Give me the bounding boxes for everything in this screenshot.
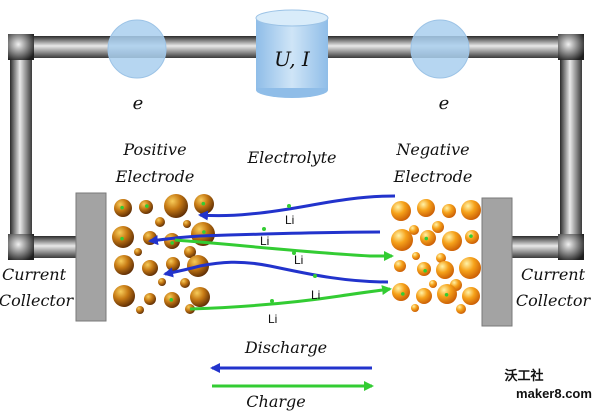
li-ion-dot [401, 292, 405, 296]
negative-particle [412, 252, 420, 260]
current-collector-right-line1: Current [521, 265, 586, 284]
li-ion-dot [120, 206, 124, 210]
li-ion-label: Li [285, 213, 294, 227]
charge-label: Charge [246, 392, 305, 411]
charge-arrow-2 [190, 289, 390, 309]
positive-electrode-label-line2: Electrode [115, 167, 195, 186]
li-ion-dot [145, 204, 149, 208]
positive-particle [158, 278, 166, 286]
negative-particle [417, 262, 431, 276]
negative-particle [420, 230, 436, 246]
joint-bottom-left [8, 234, 34, 260]
positive-particle [112, 226, 134, 248]
positive-electrode-label-line1: Positive [122, 140, 186, 159]
positive-particle [164, 194, 188, 218]
positive-particle [142, 260, 158, 276]
positive-particle [183, 220, 191, 228]
positive-particle [166, 257, 180, 271]
negative-particle [442, 231, 462, 251]
joint-bottom-right [558, 234, 584, 260]
positive-particle [190, 287, 210, 307]
li-ion-dot [424, 237, 428, 241]
negative-particle [394, 260, 406, 272]
negative-particle [462, 287, 480, 305]
negative-particle [429, 280, 437, 288]
electron-globe-right [411, 20, 469, 78]
negative-particle [456, 304, 466, 314]
li-ion-dot [270, 299, 274, 303]
discharge-label: Discharge [244, 338, 327, 357]
electron-label-right: e [439, 93, 450, 114]
negative-particle [459, 257, 481, 279]
positive-particle [134, 248, 142, 256]
li-ion-label: Li [268, 312, 277, 326]
negative-particle [391, 229, 413, 251]
positive-particle [114, 255, 134, 275]
negative-particle [432, 221, 444, 233]
negative-particle [461, 200, 481, 220]
li-ion-dot [445, 293, 449, 297]
watermark-line1: 沃工社 [504, 368, 543, 383]
negative-electrode-label-line2: Electrode [393, 167, 473, 186]
positive-particle [136, 306, 144, 314]
current-collector-right-line2: Collector [516, 291, 592, 310]
li-ion-dot [202, 202, 206, 206]
meter-label: U, I [274, 47, 311, 71]
negative-electrode-label-line1: Negative [395, 140, 469, 159]
li-ion-dot [202, 230, 206, 234]
li-ion-dot [170, 241, 174, 245]
negative-particle [436, 261, 454, 279]
negative-particle [411, 304, 419, 312]
positive-particle [155, 217, 165, 227]
li-ion-dot [262, 227, 266, 231]
discharge-arrow-1 [200, 196, 395, 216]
electrolyte-label: Electrolyte [247, 148, 337, 167]
negative-electrode-particles [391, 199, 481, 314]
negative-particle [442, 204, 456, 218]
negative-particle [391, 201, 411, 221]
li-ion-dot [120, 237, 124, 241]
positive-electrode-particles [112, 194, 215, 314]
li-ion-label: Li [311, 288, 320, 302]
positive-particle [180, 278, 190, 288]
li-ion-dot [313, 274, 317, 278]
current-collector-left-line1: Current [2, 265, 67, 284]
current-collector-left [76, 193, 106, 321]
charge-arrow-1 [175, 240, 392, 256]
electron-label-left: e [133, 93, 144, 114]
current-collector-right [482, 198, 512, 326]
negative-particle [416, 288, 432, 304]
electron-globe-left [108, 20, 166, 78]
positive-particle [144, 293, 156, 305]
positive-particle [143, 231, 157, 245]
wire-left [10, 36, 32, 258]
li-ion-dot [469, 234, 473, 238]
li-ion-dot [287, 204, 291, 208]
li-ion-label: Li [260, 234, 269, 248]
wire-right [560, 36, 582, 258]
joint-top-right [558, 34, 584, 60]
current-collector-left-line2: Collector [0, 291, 74, 310]
li-ion-dot [169, 298, 173, 302]
positive-particle [113, 285, 135, 307]
watermark-line2: maker8.com [516, 386, 592, 401]
joint-top-left [8, 34, 34, 60]
negative-particle [392, 283, 410, 301]
li-ion-label: Li [294, 253, 303, 267]
li-ion-dot [423, 269, 427, 273]
negative-particle [417, 199, 435, 217]
